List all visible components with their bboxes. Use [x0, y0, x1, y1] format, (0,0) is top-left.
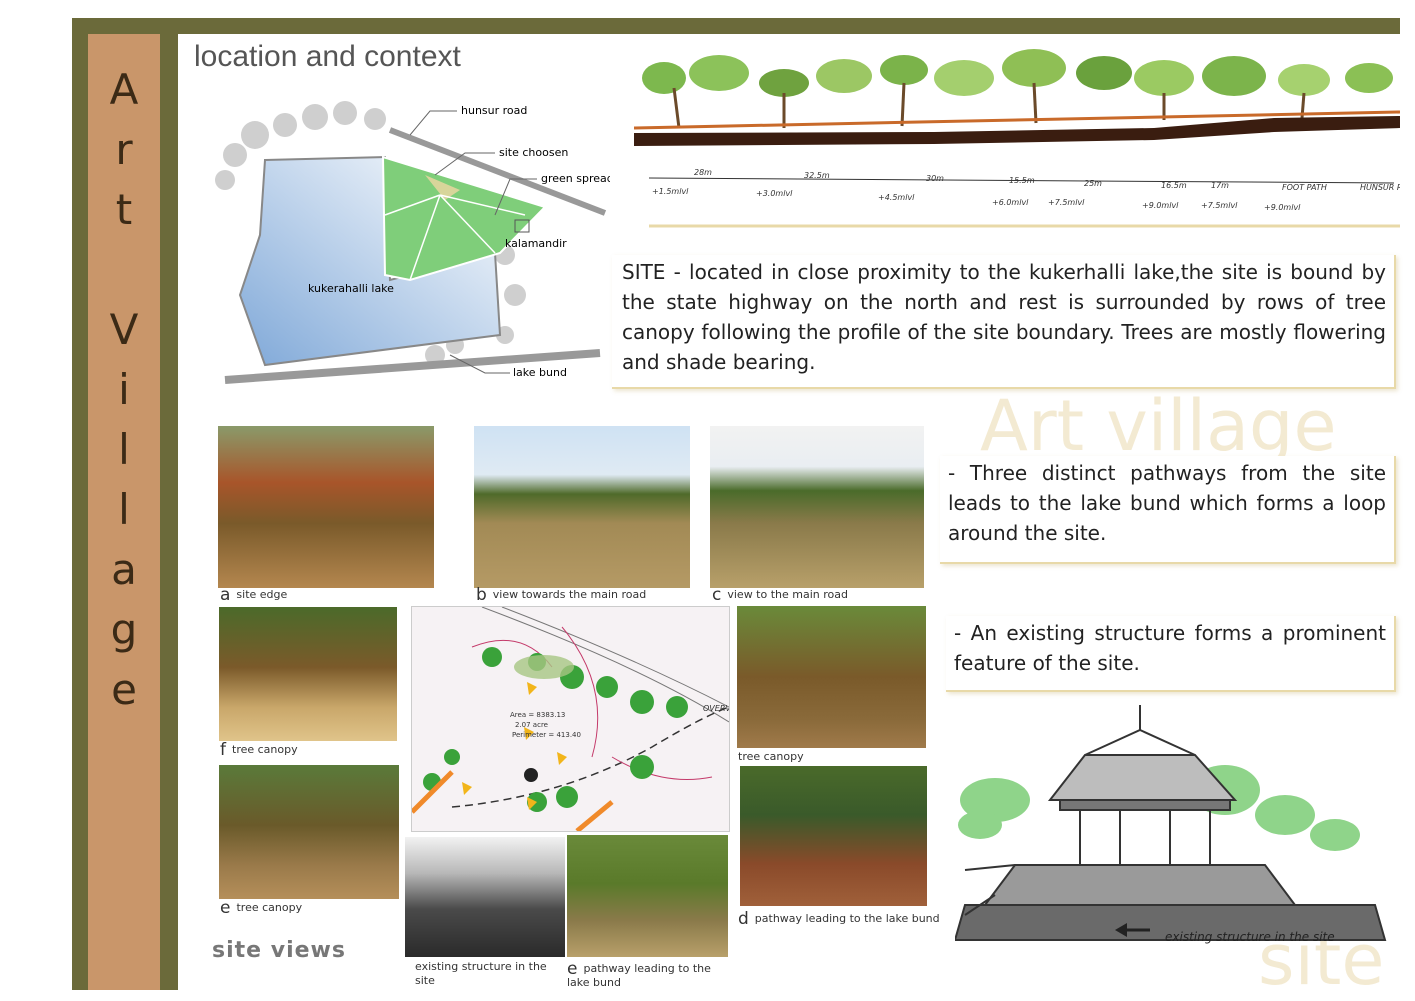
photo-tree-canopy-f [219, 607, 397, 741]
label-lake-bund: lake bund [513, 366, 567, 379]
title-letter: e [111, 665, 137, 714]
photo-site-edge [218, 426, 434, 588]
location-map: hunsur road site choosen green spread ka… [215, 101, 610, 384]
label-kalamandir: kalamandir [505, 237, 567, 250]
title-letter: V [109, 305, 139, 354]
structure-text: - An existing structure forms a prominen… [954, 621, 1386, 675]
pathways-text: - Three distinct pathways from the site … [948, 461, 1386, 545]
photo-pathway-d [740, 766, 927, 906]
vertical-title: A r t V i l l a g e [88, 60, 160, 720]
site-views-label: site views [212, 938, 346, 963]
title-letter: i [118, 365, 130, 414]
section-level: +4.5mlvl [878, 193, 915, 202]
title-letter: g [110, 605, 138, 654]
plan-overlay-text: OVERVIEW OF THE CITY OF MYSORE [703, 704, 729, 713]
site-description-text: SITE - located in close proximity to the… [622, 260, 1386, 374]
section-level: +3.0mlvl [756, 189, 793, 198]
section-distance: FOOT PATH [1282, 183, 1327, 192]
section-distance: 17m [1211, 181, 1229, 190]
frame-inner-bar [160, 34, 178, 990]
title-letter: A [109, 65, 139, 114]
photo-pathway-e [567, 835, 728, 957]
title-letter: a [111, 545, 137, 594]
label-kukerahalli-lake: kukerahalli lake [308, 282, 394, 295]
photo-tree-canopy-e [219, 765, 399, 899]
existing-structure-sketch: existing structure in the site [955, 705, 1387, 944]
plan-acre: 2.07 acre [515, 721, 548, 729]
sketch-caption: existing structure in the site [1165, 930, 1335, 944]
section-distance: 30m [926, 174, 944, 183]
pathways-card: - Three distinct pathways from the site … [940, 456, 1396, 564]
page-heading: location and context [194, 40, 461, 73]
section-distance: 15.5m [1009, 176, 1035, 185]
section-distance: HUNSUR R [1360, 183, 1400, 192]
site-chosen-area [425, 175, 460, 200]
site-green [381, 155, 547, 282]
section-distance: 16.5m [1161, 181, 1187, 190]
site-plan-drawing: Area = 8383.13 2.07 acre Perimeter = 413… [412, 607, 729, 831]
photo-tree-canopy-right [737, 606, 926, 748]
title-letter: t [115, 185, 133, 234]
section-level: +7.5mlvl [1048, 198, 1085, 207]
kalamandir-symbol [514, 219, 530, 233]
caption-tree-canopy-right: tree canopy [738, 750, 804, 763]
photo-view-main-road [710, 426, 924, 588]
section-distance: 25m [1084, 179, 1102, 188]
site-plan: Area = 8383.13 2.07 acre Perimeter = 413… [411, 606, 730, 832]
title-letter: l [118, 485, 130, 534]
section-distance: 32.5m [804, 171, 830, 180]
section-distance: 28m [694, 168, 712, 177]
site-section-drawing: 28m 32.5m 30m 15.5m 25m 16.5m 17m FOOT P… [634, 48, 1400, 230]
section-level: +6.0mlvl [992, 198, 1029, 207]
plan-perimeter: Perimeter = 413.40 [512, 731, 581, 739]
watermark-art-village: Art village [980, 385, 1337, 467]
label-hunsur-road: hunsur road [461, 104, 527, 117]
label-green-spread: green spread [541, 172, 610, 185]
structure-card: - An existing structure forms a prominen… [946, 616, 1396, 692]
tree-dots [215, 101, 526, 365]
section-level: +1.5mlvl [652, 187, 689, 196]
section-level: +9.0mlvl [1264, 203, 1301, 212]
photo-towards-main-road [474, 426, 690, 588]
site-description-card: SITE - located in close proximity to the… [612, 255, 1396, 389]
title-letter: r [115, 125, 133, 174]
plan-viewpoints [462, 682, 567, 810]
title-letter: l [118, 425, 130, 474]
section-trees [642, 49, 1393, 129]
photo-existing-structure [405, 837, 565, 957]
frame-left-bar [72, 18, 88, 990]
section-level: +9.0mlvl [1142, 201, 1179, 210]
section-level: +7.5mlvl [1201, 201, 1238, 210]
caption-existing-structure: existing structure in the site [415, 960, 547, 987]
title-band [88, 34, 160, 990]
frame-top-bar [72, 18, 1400, 34]
label-site-choosen: site choosen [499, 146, 568, 159]
plan-area: Area = 8383.13 [510, 711, 565, 719]
